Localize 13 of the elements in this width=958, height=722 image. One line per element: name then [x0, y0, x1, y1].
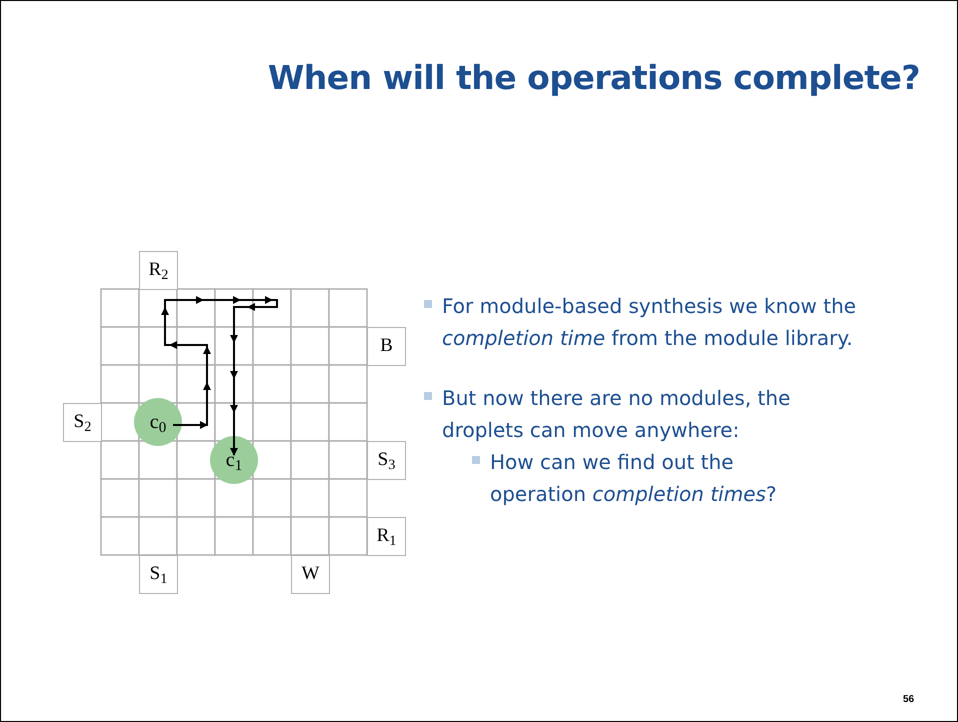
port-cell: W [291, 555, 330, 594]
page-number: 56 [903, 693, 914, 707]
port-cell: S$_{3}$ [367, 441, 406, 480]
port-cell: B [367, 327, 406, 366]
port-cell: S$_{2}$ [63, 403, 102, 442]
bullet-text: For module-based synthesis we know the completion time from the module library. [442, 293, 858, 352]
port-cell: R$_{1}$ [367, 517, 406, 556]
port-cell: R$_{2}$ [139, 251, 178, 290]
bullet-text: But now there are no modules, the droplets can move anywhere: [442, 385, 792, 444]
bullet-text: How can we find out the operation completion times? [490, 449, 778, 508]
droplet-route-arrow [161, 296, 278, 456]
port-cell: S$_{1}$ [139, 555, 178, 594]
slide-title: When will the operations complete? [268, 57, 920, 99]
